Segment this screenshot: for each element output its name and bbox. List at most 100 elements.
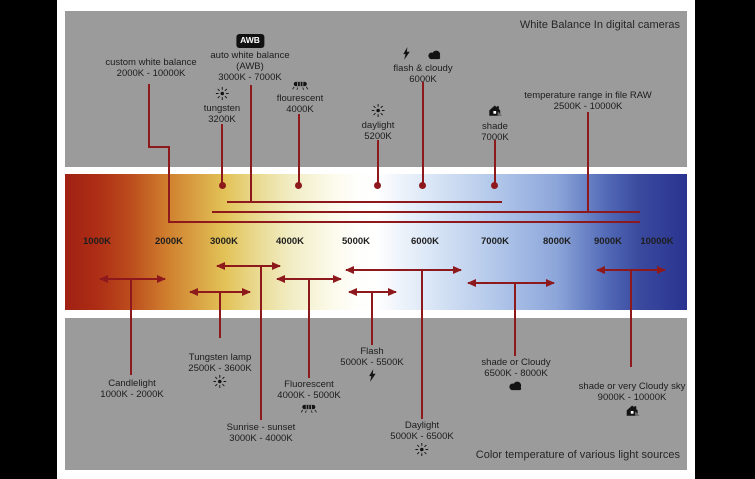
- label-line: 3000K - 7000K: [218, 72, 282, 83]
- flash-cloudy-connector: [422, 82, 424, 183]
- fluorescent-icon: [291, 79, 308, 90]
- flash-cloudy-label: flash & cloudy 6000K: [393, 46, 453, 85]
- auto-white-balance-label: AWB auto white balance (AWB) 3000K - 700…: [210, 34, 290, 83]
- label-line: 6500K - 8000K: [484, 368, 548, 379]
- awb-badge: AWB: [236, 34, 264, 48]
- temperature-gradient-bar: 1000K 2000K 3000K 4000K 5000K 6000K 7000…: [65, 174, 687, 310]
- daylight-range-arrow: [345, 266, 462, 274]
- daylight-marker-dot: [374, 182, 381, 189]
- sun-icon: [415, 442, 429, 457]
- fluorescent-marker-dot: [295, 182, 302, 189]
- label-line: Fluorescent: [284, 379, 334, 390]
- label-line: 9000K - 10000K: [597, 392, 667, 403]
- flash-stem: [371, 291, 373, 345]
- candlelight-label: Candlelight 1000K - 2000K: [100, 378, 163, 400]
- cloud-icon: [508, 380, 525, 391]
- label-line: shade or Cloudy: [481, 357, 551, 368]
- label-line: daylight: [361, 120, 395, 131]
- label-line: 5000K - 6500K: [390, 431, 454, 442]
- tick-8000k: 8000K: [543, 236, 571, 247]
- label-line: 1000K - 2000K: [100, 389, 164, 400]
- custom-white-balance-label: custom white balance 2000K - 10000K: [105, 57, 196, 79]
- awb-connector: [250, 85, 252, 203]
- label-line: 2500K - 10000K: [553, 101, 623, 112]
- tick-4000k: 4000K: [276, 236, 304, 247]
- shade-or-cloudy-stem: [514, 282, 516, 356]
- label-line: flash & cloudy: [393, 63, 453, 74]
- label-line: Daylight: [404, 420, 440, 431]
- label-line: shade: [482, 121, 508, 132]
- tick-6000k: 6000K: [411, 236, 439, 247]
- bottom-panel: Color temperature of various light sourc…: [65, 318, 687, 470]
- custom-wb-range-line: [168, 221, 640, 223]
- label-line: 4000K: [286, 104, 314, 115]
- cloud-icon: [427, 49, 444, 60]
- tungsten-marker-dot: [219, 182, 226, 189]
- label-line: 6000K: [409, 74, 437, 85]
- raw-range-line: [212, 211, 640, 213]
- label-line: 2500K - 3600K: [188, 363, 252, 374]
- daylight-connector: [377, 140, 379, 183]
- custom-wb-connector: [148, 146, 170, 148]
- shade-or-very-cloudy-stem: [630, 269, 632, 367]
- label-line: Candlelight: [108, 378, 156, 389]
- label-line: tungsten: [203, 103, 241, 114]
- daylight-bottom-label: Daylight 5000K - 6500K: [390, 420, 454, 459]
- tick-1000k: 1000K: [83, 236, 111, 247]
- shade-or-very-cloudy-label: shade or very Cloudy sky 9000K - 10000K: [578, 381, 686, 421]
- sunrise-sunset-stem: [260, 265, 262, 420]
- diagram-title: White Balance In digital cameras: [519, 19, 680, 31]
- label-line: Tungsten lamp: [188, 352, 252, 363]
- shade-marker-dot: [491, 182, 498, 189]
- tick-2000k: 2000K: [155, 236, 183, 247]
- daylight-label: daylight 5200K: [361, 103, 395, 142]
- tungsten-lamp-label: Tungsten lamp 2500K - 3600K: [188, 352, 252, 391]
- label-line: 3200K: [208, 114, 236, 125]
- shade-or-cloudy-range-arrow: [467, 279, 555, 287]
- raw-temperature-range-label: temperature range in file RAW 2500K - 10…: [524, 90, 651, 112]
- label-line: temperature range in file RAW: [524, 90, 652, 101]
- tick-5000k: 5000K: [342, 236, 370, 247]
- lightning-icon: [402, 47, 410, 60]
- label-line: 7000K: [481, 132, 509, 143]
- fluorescent-connector: [298, 114, 300, 183]
- sunrise-sunset-label: Sunrise - sunset 3000K - 4000K: [227, 422, 296, 444]
- daylight-stem: [421, 269, 423, 419]
- fluorescent-bottom-label: Fluorescent 4000K - 5000K: [277, 379, 341, 416]
- sun-icon: [215, 86, 229, 101]
- awb-range-line: [227, 201, 502, 203]
- fluorescent-stem: [308, 278, 310, 378]
- label-line: shade or very Cloudy sky: [578, 381, 686, 392]
- label-line: flourescent: [276, 93, 324, 104]
- label-line: Sunrise - sunset: [226, 422, 296, 433]
- top-panel: White Balance In digital cameras: [65, 11, 687, 167]
- shade-house-icon: [487, 104, 503, 118]
- shade-label: shade 7000K: [481, 103, 509, 143]
- label-line: 3000K - 4000K: [229, 433, 293, 444]
- label-line: custom white balance: [105, 57, 197, 68]
- tick-9000k: 9000K: [594, 236, 622, 247]
- tick-3000k: 3000K: [210, 236, 238, 247]
- label-line: 5000K - 5500K: [340, 357, 404, 368]
- tungsten-connector: [221, 124, 223, 184]
- flash-cloudy-marker-dot: [419, 182, 426, 189]
- label-line: Flash: [360, 346, 384, 357]
- fluorescent-label: flourescent 4000K: [277, 78, 323, 115]
- label-line: 2000K - 10000K: [116, 68, 186, 79]
- shade-or-cloudy-label: shade or Cloudy 6500K - 8000K: [481, 357, 551, 394]
- shade-connector: [494, 140, 496, 183]
- sun-icon: [213, 374, 227, 389]
- label-line: 4000K - 5000K: [277, 390, 341, 401]
- shade-house-icon: [624, 404, 640, 418]
- tungsten-lamp-stem: [219, 291, 221, 338]
- tick-7000k: 7000K: [481, 236, 509, 247]
- lightning-icon: [368, 369, 376, 382]
- label-line: auto white balance: [210, 50, 290, 61]
- fluorescent-icon: [300, 402, 317, 413]
- candlelight-range-arrow: [99, 275, 166, 283]
- custom-wb-connector: [148, 84, 150, 148]
- sunrise-sunset-range-arrow: [216, 262, 281, 270]
- raw-range-connector: [587, 112, 589, 213]
- candlelight-stem: [130, 278, 132, 375]
